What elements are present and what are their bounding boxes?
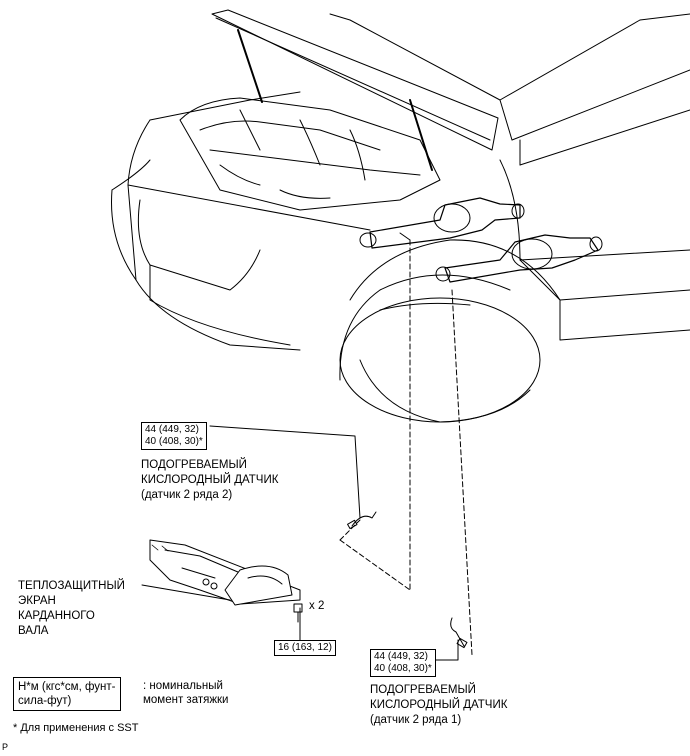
bolt-count: x 2	[309, 600, 325, 612]
oxygen-sensor-1-icon	[450, 617, 468, 649]
heat-shield-illustration	[149, 539, 301, 606]
exhaust-assembly	[359, 197, 603, 283]
sensor1-name: ПОДОГРЕВАЕМЫЙ КИСЛОРОДНЫЙ ДАТЧИК (датчик…	[370, 684, 508, 726]
sensor2-torque-value: 44 (449, 32)	[145, 424, 199, 435]
label-leaders	[141, 425, 459, 661]
heat-shield-name: ТЕПЛОЗАЩИТНЫЙ ЭКРАН КАРДАННОГО ВАЛА	[18, 580, 125, 637]
oxygen-sensor-2-icon	[347, 511, 377, 530]
heat-shield-torque-box: 16 (163, 12)	[274, 640, 336, 656]
heat-shield-torque-value: 16 (163, 12)	[278, 642, 332, 653]
legend-description: : номинальный момент затяжки	[143, 680, 229, 706]
footnote: * Для применения с SST	[13, 722, 139, 734]
corner-mark: P	[2, 742, 9, 752]
leader-lines	[339, 239, 473, 656]
sensor2-torque-box: 44 (449, 32) 40 (408, 30)*	[141, 422, 207, 450]
sensor2-torque-value-sst: 40 (408, 30)*	[145, 436, 203, 447]
sensor2-name: ПОДОГРЕВАЕМЫЙ КИСЛОРОДНЫЙ ДАТЧИК (датчик…	[141, 459, 279, 501]
sensor1-torque-box: 44 (449, 32) 40 (408, 30)*	[370, 649, 436, 677]
legend-unit-box: Н*м (кгс*см, фунт- сила-фут)	[13, 677, 121, 711]
sensor1-torque-value: 44 (449, 32)	[374, 651, 428, 662]
vehicle-illustration	[111, 9, 690, 423]
bolt-icon	[293, 603, 303, 623]
sensor1-torque-value-sst: 40 (408, 30)*	[374, 663, 432, 674]
